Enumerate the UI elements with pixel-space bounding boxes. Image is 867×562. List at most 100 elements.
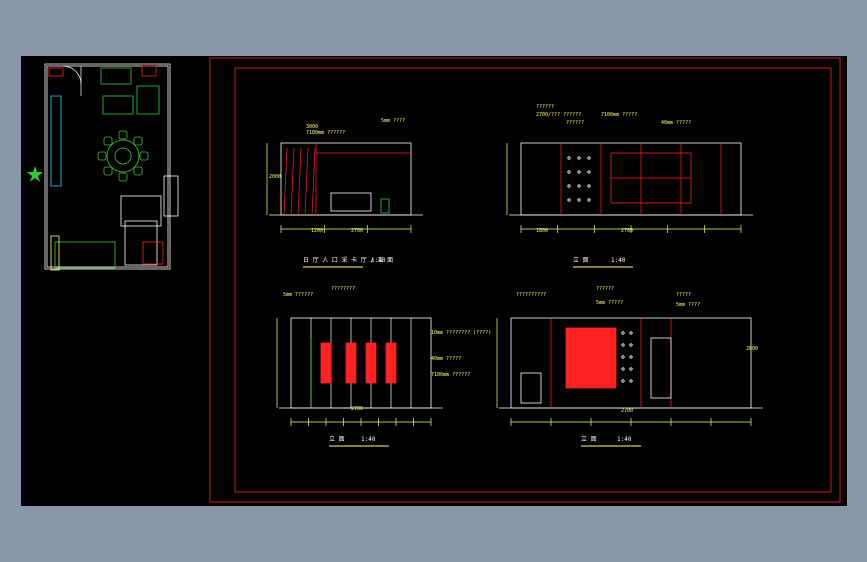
plan-dining-chair bbox=[133, 136, 143, 146]
dimension-label: 2000 bbox=[746, 346, 759, 352]
elevation-top-left-bench bbox=[330, 192, 372, 212]
plan-cabinet bbox=[50, 95, 62, 187]
plan-corridor bbox=[124, 220, 158, 266]
elevation-bottom-right-art-panel bbox=[565, 327, 617, 389]
elevation-top-left-hatch bbox=[297, 147, 302, 216]
plan-sofa bbox=[100, 67, 132, 85]
elevation-scale: 1:40 bbox=[617, 436, 632, 443]
plan-dining-chair bbox=[118, 172, 128, 182]
plan-dining-chair bbox=[103, 166, 113, 176]
elevation-top-left-hatch bbox=[311, 147, 316, 216]
elevation-top-right-stone-dot bbox=[577, 156, 581, 160]
dimension-label: 5mm ???? bbox=[381, 118, 406, 124]
elevation-top-left-hatch bbox=[304, 147, 309, 216]
elevation-top-right-stone-dot bbox=[587, 156, 591, 160]
elevation-top-right-stone-dot bbox=[567, 170, 571, 174]
elevation-top-right-stone-dot bbox=[587, 184, 591, 188]
north-star-icon bbox=[27, 166, 43, 182]
elevation-bottom-right-stone-dot bbox=[621, 343, 625, 347]
plan-dining-chair bbox=[118, 130, 128, 140]
elevation-bottom-right-stone-dot bbox=[629, 379, 633, 383]
dimension-label: 5mm ????? bbox=[596, 300, 624, 306]
elevation-top-right-outline bbox=[520, 142, 742, 216]
plan-column bbox=[141, 65, 157, 77]
dimension-label: ?????? bbox=[536, 104, 555, 110]
elevation-top-right-stone-dot bbox=[567, 156, 571, 160]
elevation-top-right-stone-dot bbox=[587, 198, 591, 202]
elevation-top-right-stone-dot bbox=[577, 198, 581, 202]
floor-plan-outline bbox=[44, 63, 171, 270]
elevation-scale: 1:40 bbox=[611, 257, 626, 264]
dimension-label: 7100mm ????? bbox=[601, 112, 638, 118]
elevation-bottom-right-stone-dot bbox=[629, 355, 633, 359]
elevation-bottom-right-door bbox=[650, 337, 672, 399]
plan-tv-cabinet bbox=[54, 241, 116, 269]
dimension-label: ????? bbox=[676, 292, 692, 298]
elevation-scale: 1:40 bbox=[361, 436, 376, 443]
sheet-inner-frame bbox=[234, 67, 832, 493]
elevation-top-right-stone-dot bbox=[577, 170, 581, 174]
dimension-label: ?????? bbox=[596, 286, 615, 292]
elevation-bottom-right-stone-dot bbox=[621, 379, 625, 383]
floor-plan-inner-wall bbox=[46, 65, 169, 268]
plan-dining-chair bbox=[103, 136, 113, 146]
elevation-bottom-left-red-panel bbox=[365, 342, 377, 384]
dimension-label: ???????? bbox=[331, 286, 356, 292]
dimension-label: 2700 bbox=[351, 228, 364, 234]
plan-restroom bbox=[120, 195, 162, 227]
elevation-bottom-right-stone-dot bbox=[621, 331, 625, 335]
dimension-label: 40mm ????? bbox=[431, 356, 462, 362]
dimension-label: 1200 bbox=[311, 228, 324, 234]
elevation-bottom-right-stone-dot bbox=[629, 343, 633, 347]
elevation-top-right-stone-dot bbox=[587, 170, 591, 174]
dimension-label: 1800 bbox=[536, 228, 549, 234]
elevation-top-right-stone-dot bbox=[567, 198, 571, 202]
dimension-label: 40mm ????? bbox=[661, 120, 692, 126]
elevation-bottom-right-stone-dot bbox=[621, 367, 625, 371]
elevation-title: 日 厅 人 口 采 卡 厅 / 立 面 bbox=[303, 257, 394, 264]
dimension-label: 7100mm ?????? bbox=[431, 372, 471, 378]
elevation-bottom-right-chair bbox=[520, 372, 542, 404]
plan-lazy-susan bbox=[114, 147, 132, 165]
plan-armchair bbox=[136, 85, 160, 115]
dimension-label: 3000 bbox=[306, 124, 319, 130]
cad-drawing-canvas[interactable] bbox=[21, 56, 847, 506]
plan-door-frame bbox=[163, 175, 179, 217]
sheet-outer-frame bbox=[209, 57, 841, 503]
elevation-title: 立 面 bbox=[581, 436, 597, 443]
dimension-label: ?????? bbox=[566, 120, 585, 126]
dimension-label: 2700 bbox=[621, 408, 634, 414]
elevation-bottom-left-outline bbox=[290, 317, 432, 409]
dimension-label: 2700/??? ?????? bbox=[536, 112, 582, 118]
elevation-top-right-stone-dot bbox=[567, 184, 571, 188]
elevation-bottom-right-stone-dot bbox=[629, 331, 633, 335]
elevation-bottom-right-stone-dot bbox=[621, 355, 625, 359]
plan-door-swing bbox=[62, 65, 82, 85]
dimension-label: 5mm ?????? bbox=[283, 292, 314, 298]
plan-dining-chair bbox=[139, 151, 149, 161]
dimension-label: 2000 bbox=[269, 174, 282, 180]
dimension-label: 5mm ???? bbox=[676, 302, 701, 308]
dimension-label: ?????????? bbox=[516, 292, 547, 298]
elevation-bottom-left-red-panel bbox=[320, 342, 332, 384]
plan-fixture bbox=[142, 241, 164, 265]
elevation-top-left-hatch bbox=[283, 147, 288, 216]
elevation-title: 立 面 bbox=[329, 436, 345, 443]
plan-window bbox=[50, 235, 60, 271]
elevation-title: 立 面 bbox=[573, 257, 589, 264]
elevation-bottom-left-red-panel bbox=[345, 342, 357, 384]
plan-dining-table bbox=[106, 139, 140, 173]
elevation-scale: 1:40 bbox=[371, 257, 386, 264]
elevation-bottom-left-red-panel bbox=[385, 342, 397, 384]
plan-column bbox=[48, 67, 64, 77]
elevation-top-right-stone-dot bbox=[577, 184, 581, 188]
plan-coffee-table bbox=[102, 95, 134, 115]
plan-dining-chair bbox=[97, 151, 107, 161]
dimension-label: 10mm ???????? (????) bbox=[431, 330, 492, 336]
elevation-top-left-hatch bbox=[290, 147, 295, 216]
dimension-label: 7100mm ?????? bbox=[306, 130, 346, 136]
dimension-label: 2700 bbox=[351, 406, 364, 412]
dimension-label: 2700 bbox=[621, 228, 634, 234]
elevation-top-left-plant bbox=[380, 198, 390, 214]
